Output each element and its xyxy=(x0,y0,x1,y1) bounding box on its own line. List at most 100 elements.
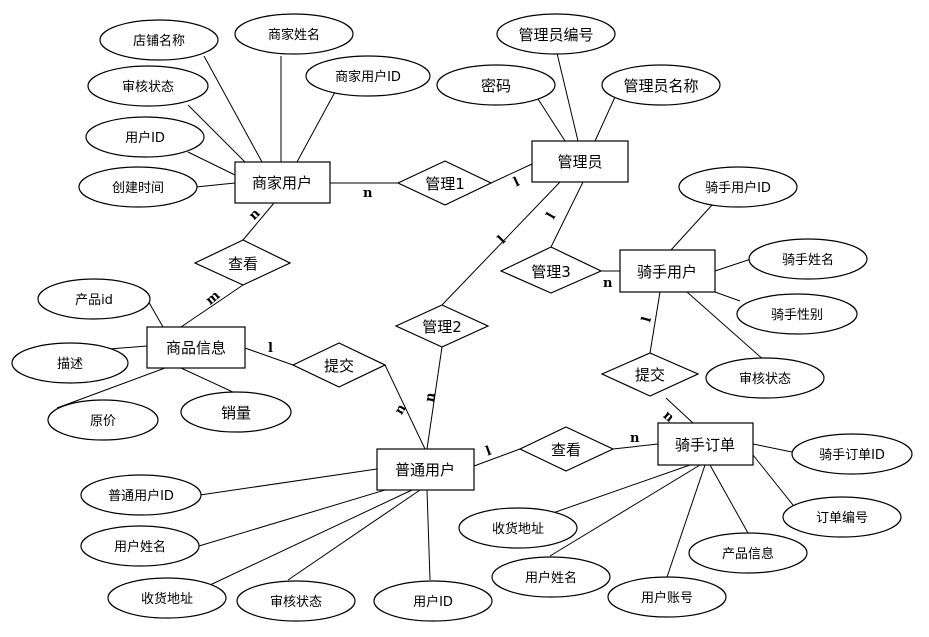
rel-shape xyxy=(518,426,615,472)
entity-shape xyxy=(234,161,331,204)
attr-merchant-uid: 用户ID xyxy=(125,130,165,146)
card-merchant-view: n xyxy=(246,206,264,224)
edge-user-address xyxy=(209,489,413,586)
attr-shape xyxy=(78,166,198,208)
attr-shape xyxy=(47,399,159,441)
attr-admin-password: 密码 xyxy=(481,77,511,95)
rel-manage1: 管理1 xyxy=(425,175,465,193)
card-user-manage2: n xyxy=(422,391,439,403)
attr-shape xyxy=(688,532,808,574)
edge-user-reviewstatus xyxy=(287,489,421,581)
edge-merchant-uid xyxy=(187,151,236,176)
entity-product: 商品信息 xyxy=(166,339,226,357)
entity-shape xyxy=(657,422,754,466)
card-admin-manage1: l xyxy=(511,175,522,191)
entity-shape xyxy=(376,448,475,491)
attr-product-sales: 销量 xyxy=(221,404,251,422)
entity-shape xyxy=(146,326,246,369)
edge-rider-name xyxy=(714,258,752,272)
edge-manage1-admin xyxy=(490,163,533,184)
attr-user-uid: 用户ID xyxy=(413,594,453,610)
attr-merchant-user-id: 商家用户ID xyxy=(335,69,401,85)
edge-order-address xyxy=(549,464,691,515)
edge-merchant-view xyxy=(242,202,275,241)
rel-manage3: 管理3 xyxy=(531,263,571,281)
card-rider-submit: l xyxy=(639,315,655,324)
rel-shape xyxy=(396,160,493,206)
attr-shape xyxy=(305,55,431,97)
edge-product-sales xyxy=(180,367,236,394)
edge-user-uid xyxy=(426,489,431,581)
edge-merchant-reviewstatus xyxy=(187,104,246,163)
attr-shape xyxy=(373,580,493,622)
edges xyxy=(56,48,798,586)
edge-order-username xyxy=(549,464,701,557)
attr-order-no: 订单编号 xyxy=(816,511,868,526)
attr-shape xyxy=(80,525,200,567)
entity-order: 骑手订单 xyxy=(675,436,735,454)
attr-shape xyxy=(496,13,616,55)
attr-shape xyxy=(458,507,578,549)
card-product-view: m xyxy=(203,288,223,308)
edge-merchant-shopname xyxy=(203,55,263,163)
attr-order-product-info: 产品信息 xyxy=(722,546,774,562)
edge-admin-name xyxy=(594,96,616,142)
rel-submit-order: 提交 xyxy=(635,366,665,384)
attr-shape xyxy=(678,166,798,208)
attr-shape xyxy=(11,342,129,384)
attr-product-desc: 描述 xyxy=(57,357,83,372)
edge-order-productinfo xyxy=(709,464,749,534)
attr-merchant-shop-name: 店铺名称 xyxy=(133,33,185,49)
attr-shape xyxy=(37,278,151,320)
edge-rider-gender xyxy=(714,291,741,302)
card-merchant-manage1: n xyxy=(363,186,373,201)
rel-view-product: 查看 xyxy=(228,255,258,273)
attr-shape xyxy=(87,65,209,107)
edge-merchant-created xyxy=(195,182,236,188)
rel-shape xyxy=(193,239,292,286)
attr-shape xyxy=(80,474,202,516)
edge-admin-password xyxy=(537,98,566,142)
card-admin-manage2: l xyxy=(495,233,509,247)
edge-admin-no xyxy=(555,48,579,142)
entity-merchant: 商家用户 xyxy=(252,174,312,192)
attr-rider-user-id: 骑手用户ID xyxy=(705,180,771,196)
attr-order-address: 收货地址 xyxy=(492,521,544,537)
cardinalities: n l l n l n n m l n l n l n xyxy=(203,175,677,460)
attr-shape xyxy=(782,496,902,538)
attr-rider-review-status: 审核状态 xyxy=(739,372,791,387)
edge-rider-reviewstatus xyxy=(686,291,766,362)
attr-order-rider-order-id: 骑手订单ID xyxy=(819,448,885,463)
edge-rider-userid xyxy=(670,204,713,251)
edge-admin-manage3 xyxy=(550,181,584,248)
card-rider-manage3: n xyxy=(603,276,613,291)
attr-shape xyxy=(436,64,556,106)
entity-user: 普通用户 xyxy=(395,461,455,479)
rel-shape xyxy=(600,352,700,397)
card-order-view-order: n xyxy=(630,431,640,446)
entity-shape xyxy=(531,140,629,183)
edge-submit-user xyxy=(384,364,426,450)
attr-user-review-status: 审核状态 xyxy=(270,595,322,610)
attr-user-address: 收货地址 xyxy=(141,591,193,607)
edge-submit-order xyxy=(665,397,694,424)
attr-admin-name: 管理员名称 xyxy=(623,77,698,95)
attr-merchant-name: 商家姓名 xyxy=(268,27,320,43)
attr-shape xyxy=(236,580,356,622)
attr-shape xyxy=(99,19,219,61)
entity-rider: 骑手用户 xyxy=(637,263,697,281)
attr-shape xyxy=(180,391,292,433)
rel-manage2: 管理2 xyxy=(422,318,462,336)
entity-shape xyxy=(619,249,716,293)
attr-shape xyxy=(748,238,868,280)
attr-shape xyxy=(601,64,721,106)
edge-user-view xyxy=(473,448,521,467)
attr-shape xyxy=(491,556,611,598)
attr-shape xyxy=(607,576,727,618)
rel-view-order: 查看 xyxy=(551,441,581,459)
attr-merchant-review-status: 审核状态 xyxy=(122,80,174,95)
entity-admin: 管理员 xyxy=(557,153,602,171)
attr-shape xyxy=(705,357,825,399)
edge-manage2-user xyxy=(426,346,443,450)
